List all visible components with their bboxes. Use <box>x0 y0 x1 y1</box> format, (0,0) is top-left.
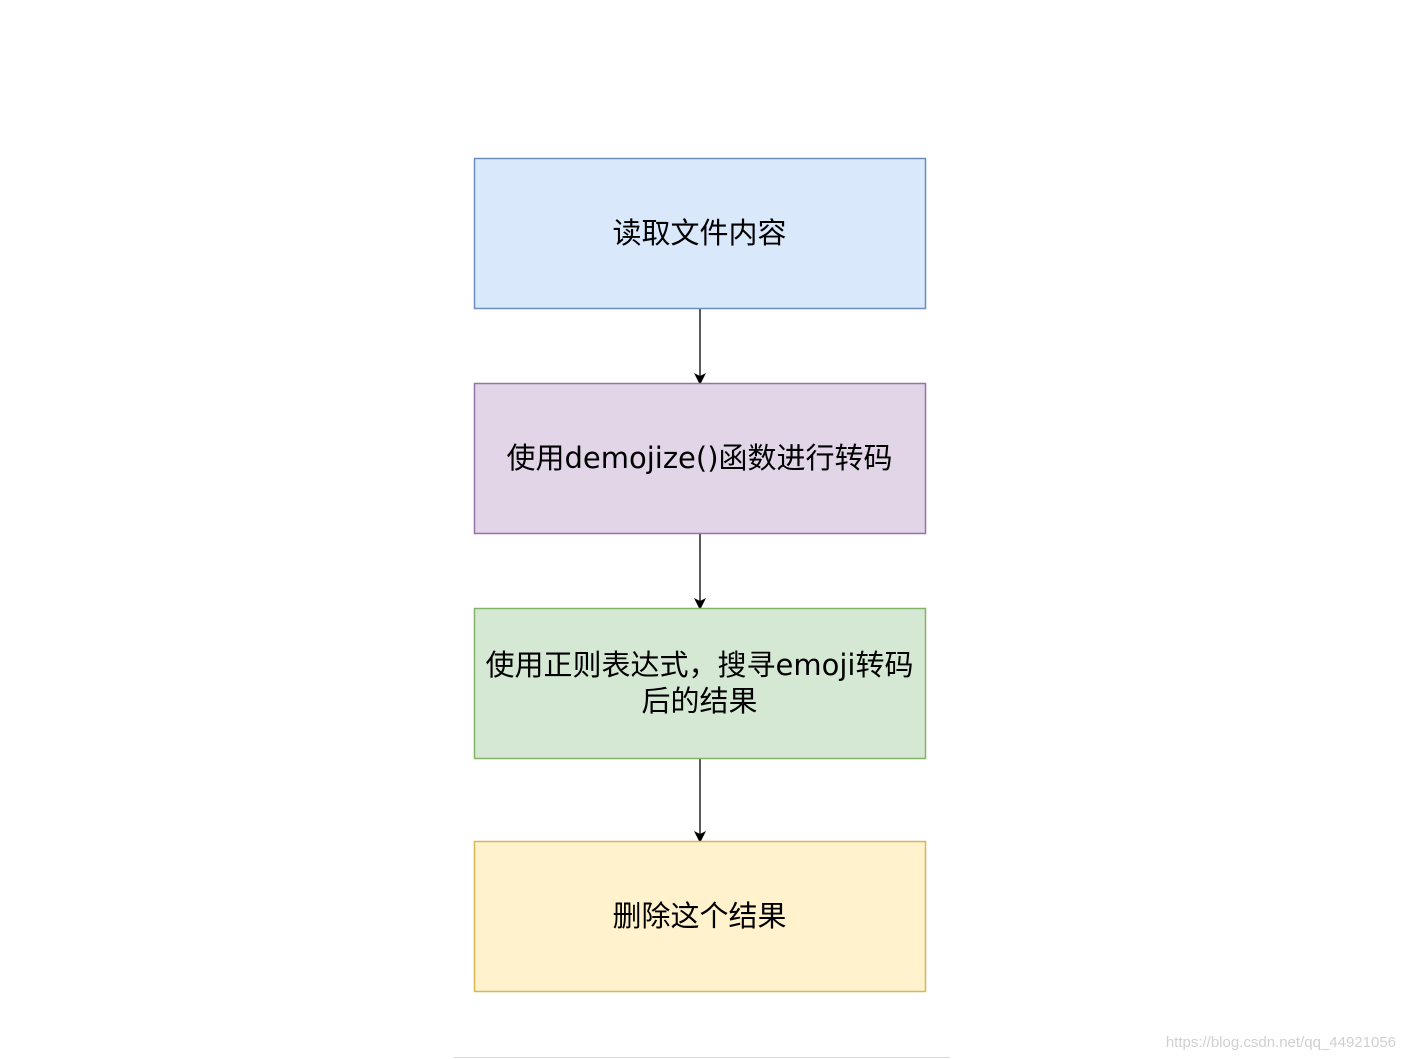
node-box-delete <box>473 840 927 993</box>
node-label-delete: 删除这个结果 <box>612 899 786 933</box>
node-read: 读取文件内容 <box>473 157 927 310</box>
node-box-regex <box>473 607 927 760</box>
node-box-read <box>473 157 927 310</box>
node-label-read: 读取文件内容 <box>612 216 786 250</box>
node-box-demojize <box>473 382 927 535</box>
watermark: https://blog.csdn.net/qq_44921056 <box>1165 1034 1396 1051</box>
node-label-regex: 后的结果 <box>641 684 757 718</box>
bottom-divider <box>454 1057 950 1058</box>
node-label-demojize: 使用demojize()函数进行转码 <box>506 441 892 475</box>
node-label-regex: 使用正则表达式，搜寻emoji转码 <box>486 648 914 682</box>
node-demojize: 使用demojize()函数进行转码 <box>473 382 927 535</box>
node-delete: 删除这个结果 <box>473 840 927 993</box>
